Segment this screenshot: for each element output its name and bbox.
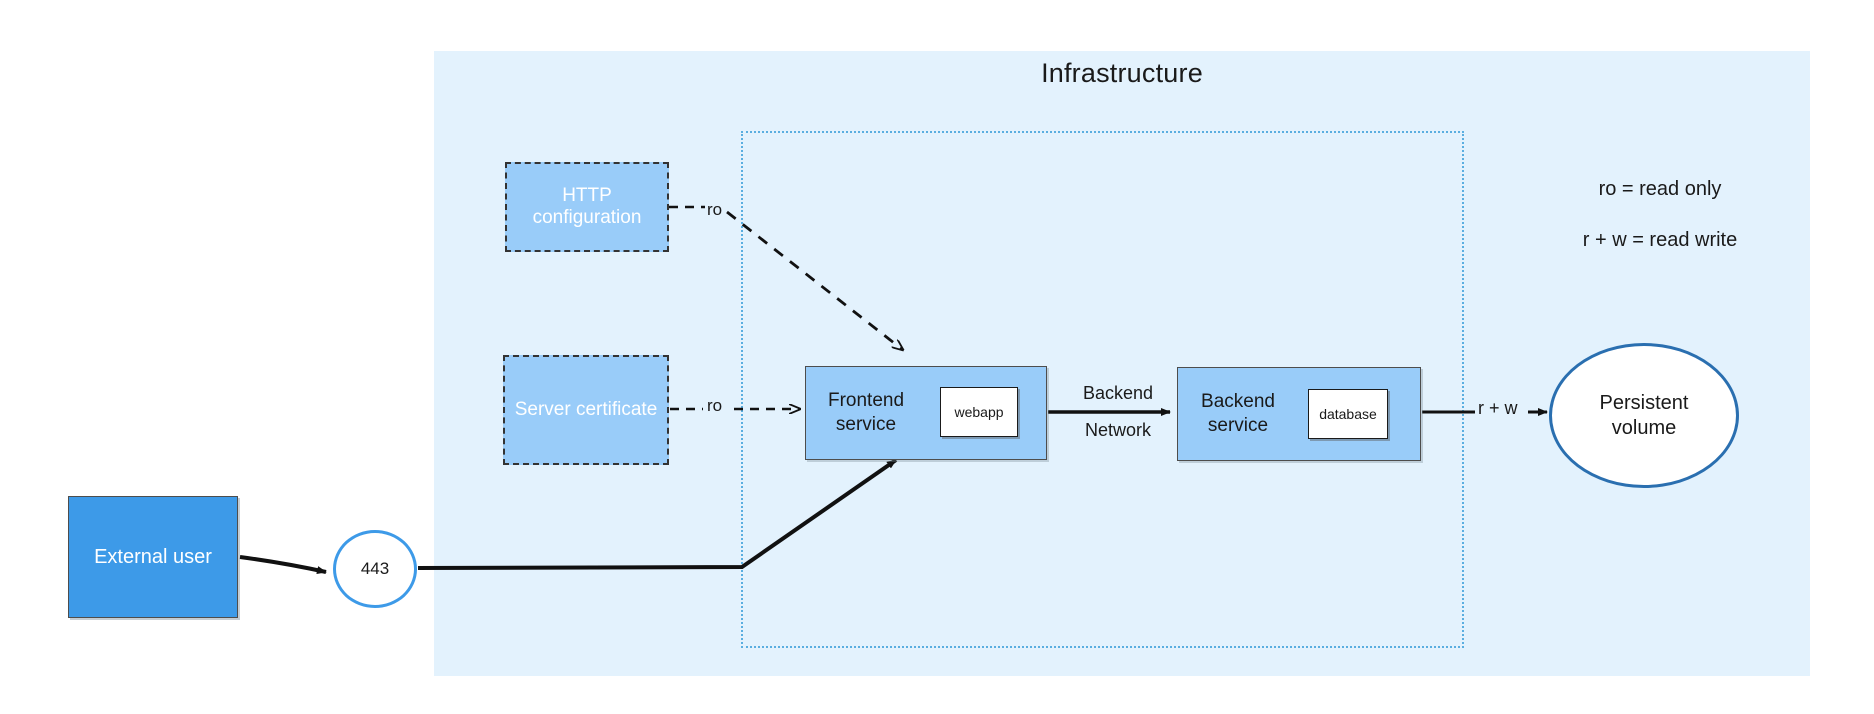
node-server-certificate[interactable]: Server certificate (503, 355, 669, 465)
edge-label-http-config-ro: ro (707, 200, 723, 219)
backend-service-label-line2: service (1207, 415, 1269, 436)
node-port-443[interactable]: 443 (333, 530, 417, 608)
node-webapp-container[interactable]: webapp (940, 387, 1018, 437)
persistent-volume-label: Persistent volume (1600, 391, 1689, 441)
legend-line-ro: ro = read only (1598, 178, 1722, 200)
legend: ro = read only r + w = read write (1520, 178, 1800, 280)
node-external-user[interactable]: External user (68, 496, 238, 618)
database-container-label: database (1319, 406, 1377, 422)
persistent-volume-label-line1: Persistent (1599, 391, 1689, 414)
edge-label-backend-network-line1: Backend (1082, 383, 1154, 403)
node-http-configuration[interactable]: HTTP configuration (505, 162, 669, 252)
backend-service-label: Backend service (1184, 390, 1292, 438)
backend-network-boundary (741, 131, 1464, 648)
edge-label-read-write: r + w (1478, 398, 1518, 418)
webapp-container-label: webapp (954, 404, 1004, 420)
backend-service-label-line1: Backend (1201, 391, 1275, 413)
external-user-label: External user (94, 545, 212, 568)
edge-label-server-cert-ro: ro (707, 396, 723, 415)
edge-label-backend-network-line2: Network (1084, 419, 1151, 440)
server-certificate-label: Server certificate (514, 399, 658, 420)
frontend-service-label-line2: service (835, 414, 897, 435)
frontend-service-label-line1: Frontend (827, 390, 905, 412)
persistent-volume-label-line2: volume (1611, 416, 1677, 439)
http-configuration-label: HTTP configuration (532, 185, 642, 228)
edge-label-backend-network: Backend Network (1068, 375, 1168, 449)
node-persistent-volume[interactable]: Persistent volume (1549, 343, 1739, 488)
node-frontend-service[interactable]: Frontend service (805, 366, 1047, 460)
node-database-container[interactable]: database (1308, 389, 1388, 439)
frontend-service-label: Frontend service (812, 389, 920, 437)
infrastructure-title: Infrastructure (1041, 58, 1203, 88)
legend-line-rw: r + w = read write (1582, 229, 1738, 251)
edge-external-user-to-port (239, 555, 327, 574)
port-443-label: 443 (360, 559, 390, 578)
